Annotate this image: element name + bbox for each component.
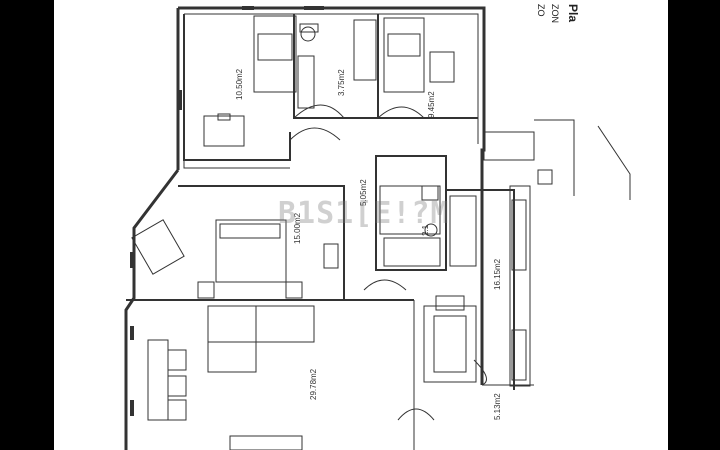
room-area-hall: 5.05m2 — [359, 179, 368, 206]
floor-plan-drawing: 10.50m2 3.75m2 9.45m2 15.00m2 5.05m2 2.1… — [124, 6, 631, 450]
corner-label-2: ZON — [550, 4, 560, 23]
room-area-entrance: 5.13m2 — [493, 393, 502, 420]
room-area-bedroom-top-left: 10.50m2 — [235, 68, 244, 100]
room-area-bedroom-top-right: 9.45m2 — [427, 91, 436, 118]
room-area-kitchen: 16.15m2 — [493, 258, 502, 290]
watermark-logo: B1S1[E!?M — [278, 196, 450, 231]
room-area-bedroom-main: 15.00m2 — [293, 212, 302, 244]
floor-plan-sheet: 10.50m2 3.75m2 9.45m2 15.00m2 5.05m2 2.1… — [54, 0, 668, 450]
room-area-living-room: 29.78m2 — [309, 368, 318, 400]
corner-label-3: Pla — [566, 4, 580, 23]
room-area-bathroom-top: 3.75m2 — [337, 69, 346, 96]
room-area-bathroom-small: 2.1 — [421, 224, 430, 236]
corner-label-1: ZO — [536, 4, 546, 17]
